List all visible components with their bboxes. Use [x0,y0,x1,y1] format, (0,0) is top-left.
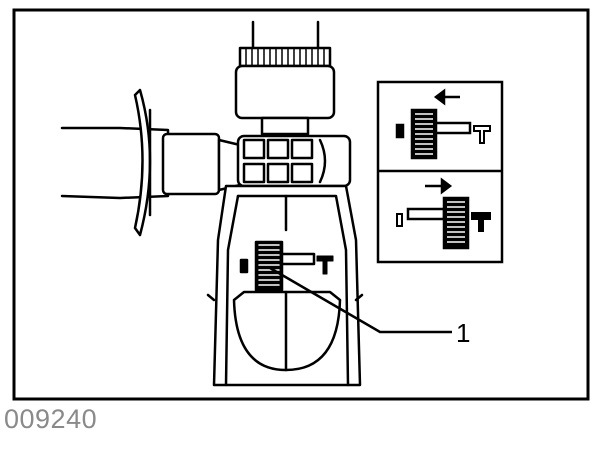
housing [206,184,364,387]
chuck [234,20,336,136]
callout-number: 1 [456,318,470,348]
callout-leader [269,266,452,334]
arrow-left-icon [433,88,460,106]
drill-illustration [60,20,364,387]
inset-panel-bottom [396,177,491,250]
hammer-icon-filled [471,212,491,232]
mode-selector [239,240,334,292]
arrow-right-icon [425,177,453,195]
side-handle [60,88,242,237]
mode-inset [376,80,504,264]
collar [236,134,352,188]
inset-panel-top [395,88,491,160]
figure-code: 009240 [4,404,98,434]
hammer-icon [473,125,491,144]
